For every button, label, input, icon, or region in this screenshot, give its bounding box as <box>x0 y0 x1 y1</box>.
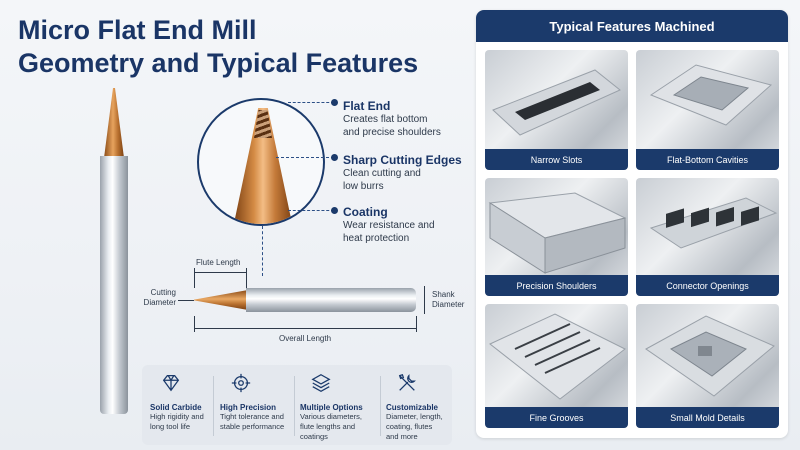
callout-title: Coating <box>343 205 388 219</box>
feature-title: Multiple Options <box>300 403 363 412</box>
callout-flat-end: Flat End Creates flat bottom and precise… <box>343 99 468 139</box>
callout-line-coating <box>288 210 334 211</box>
vertical-tool-cutting-tip <box>104 88 124 158</box>
connector-openings-image <box>649 197 778 249</box>
feature-desc: High rigidity and <box>150 412 204 421</box>
flute-length-tick-right <box>246 268 247 288</box>
feature-solid-carbide: Solid Carbide High rigidity and long too… <box>150 372 216 432</box>
layers-icon <box>311 374 331 392</box>
feature-desc: coatings <box>300 432 328 441</box>
callout-desc: and precise shoulders <box>343 127 441 138</box>
callout-title: Flat End <box>343 99 391 113</box>
precision-shoulders-image <box>488 192 627 274</box>
feature-title: Customizable <box>386 403 439 412</box>
feature-customizable: Customizable Diameter, length, coating, … <box>386 372 450 442</box>
typical-features-header: Typical Features Machined <box>476 10 788 42</box>
magnifier-leader-line <box>262 226 263 276</box>
flute-length-label: Flute Length <box>196 258 241 267</box>
narrow-slots-image <box>492 69 621 136</box>
card-narrow-slots: Narrow Slots <box>485 50 628 170</box>
feature-divider <box>213 376 214 436</box>
callout-desc: Wear resistance and <box>343 220 435 231</box>
horizontal-tool-shank <box>246 288 416 312</box>
card-label: Precision Shoulders <box>485 275 628 296</box>
shank-diameter-dimension-line <box>424 286 425 314</box>
tool-tip-magnifier <box>197 98 325 226</box>
magnified-flutes <box>254 110 272 138</box>
card-label: Small Mold Details <box>636 407 779 428</box>
callout-coating: Coating Wear resistance and heat protect… <box>343 205 468 245</box>
cutting-diameter-line-2: Diameter <box>143 298 176 307</box>
callout-sharp-cutting-edges: Sharp Cutting Edges Clean cutting and lo… <box>343 153 468 193</box>
feature-title: High Precision <box>220 403 277 412</box>
callout-dot-flat-end <box>331 99 338 106</box>
callout-desc: Clean cutting and <box>343 168 421 179</box>
card-label: Flat-Bottom Cavities <box>636 149 779 170</box>
overall-length-dimension-line <box>194 328 416 329</box>
feature-multiple-options: Multiple Options Various diameters, flut… <box>300 372 380 442</box>
page-title: Micro Flat End Mill Geometry and Typical… <box>18 14 448 80</box>
card-label: Narrow Slots <box>485 149 628 170</box>
overall-length-tick-left <box>194 316 195 332</box>
card-connector-openings: Connector Openings <box>636 178 779 296</box>
shank-diameter-line-1: Shank <box>432 290 455 299</box>
feature-divider <box>380 376 381 436</box>
card-fine-grooves: Fine Grooves <box>485 304 628 428</box>
flat-bottom-cavities-image <box>649 64 773 126</box>
feature-desc: Tight tolerance and <box>220 412 284 421</box>
tools-icon <box>398 373 416 391</box>
feature-desc: flute lengths and <box>300 422 356 431</box>
callout-desc: Creates flat bottom <box>343 114 428 125</box>
overall-length-label: Overall Length <box>278 334 332 343</box>
card-small-mold-details: Small Mold Details <box>636 304 779 428</box>
feature-desc: coating, flutes <box>386 422 433 431</box>
feature-divider <box>294 376 295 436</box>
cutting-diameter-label: Cutting Diameter <box>140 288 176 308</box>
callout-title: Sharp Cutting Edges <box>343 153 462 167</box>
flute-length-dimension-line <box>194 272 246 273</box>
callout-dot-cutting-edges <box>331 154 338 161</box>
feature-desc: and more <box>386 432 418 441</box>
card-precision-shoulders: Precision Shoulders <box>485 178 628 296</box>
horizontal-tool-cutting-tip <box>194 290 248 310</box>
shank-diameter-label: Shank Diameter <box>432 290 464 310</box>
callout-line-flat-end <box>288 102 334 103</box>
fine-grooves-image <box>489 313 626 400</box>
small-mold-details-image <box>645 315 775 397</box>
vertical-tool-shank <box>100 156 128 414</box>
overall-length-tick-right <box>416 316 417 332</box>
feature-high-precision: High Precision Tight tolerance and stabl… <box>220 372 292 432</box>
card-label: Fine Grooves <box>485 407 628 428</box>
title-line-2: Geometry and Typical Features <box>18 48 419 78</box>
card-label: Connector Openings <box>636 275 779 296</box>
feature-desc: long tool life <box>150 422 191 431</box>
cutting-diameter-line-1: Cutting <box>150 288 176 297</box>
callout-desc: low burrs <box>343 181 384 192</box>
feature-title: Solid Carbide <box>150 403 202 412</box>
feature-desc: Various diameters, <box>300 412 362 421</box>
cutting-diameter-leader <box>178 300 194 301</box>
callout-dot-coating <box>331 207 338 214</box>
shank-diameter-line-2: Diameter <box>432 300 465 309</box>
callout-line-cutting-edges <box>276 157 334 158</box>
title-line-1: Micro Flat End Mill <box>18 15 257 45</box>
feature-desc: Diameter, length, <box>386 412 443 421</box>
feature-desc: stable performance <box>220 422 285 431</box>
callout-desc: heat protection <box>343 233 410 244</box>
diamond-icon <box>162 375 180 392</box>
card-flat-bottom-cavities: Flat-Bottom Cavities <box>636 50 779 170</box>
crosshair-icon <box>231 373 251 393</box>
flute-length-tick-left <box>194 268 195 288</box>
